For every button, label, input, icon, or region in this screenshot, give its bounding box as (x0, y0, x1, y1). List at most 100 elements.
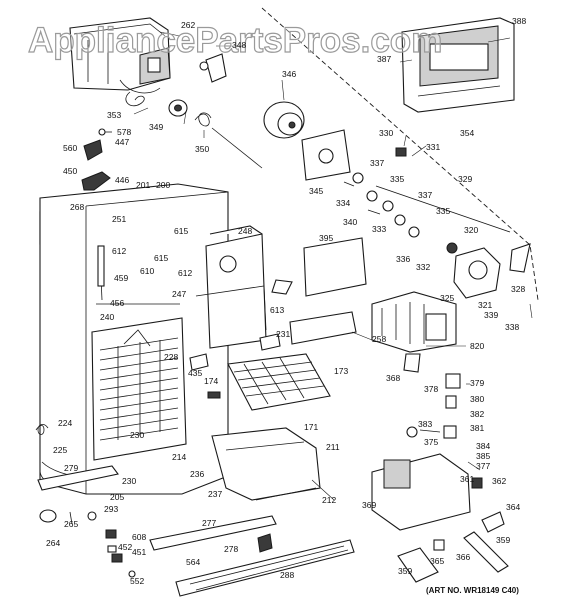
gear-set-33x (343, 172, 420, 238)
label-336: 336 (396, 254, 410, 264)
label-258: 258 (372, 334, 386, 344)
rail-459 (97, 245, 105, 287)
label-452: 452 (118, 542, 132, 552)
fan-blade-613 (271, 279, 293, 295)
label-384: 384 (476, 441, 490, 451)
label-379: 379 (470, 378, 484, 388)
cap-364 (481, 511, 505, 533)
part-labels: 262 348 346 353 349 350 578 560 447 450 … (46, 16, 526, 586)
caster-264 (39, 509, 57, 523)
cam-435 (189, 353, 209, 371)
label-359b: 359 (496, 535, 510, 545)
spring-350 (194, 112, 263, 169)
art-number: (ART NO. WR18149 C40) (426, 586, 519, 595)
dispenser-housing-387 (401, 17, 515, 113)
label-375: 375 (424, 437, 438, 447)
label-345: 345 (309, 186, 323, 196)
label-578: 578 (117, 127, 131, 137)
label-435: 435 (188, 368, 202, 378)
label-365: 365 (430, 556, 444, 566)
label-382: 382 (470, 409, 484, 419)
label-450: 450 (63, 166, 77, 176)
label-552: 552 (130, 576, 144, 586)
label-348: 348 (232, 40, 246, 50)
clip-365 (433, 539, 445, 551)
leader-lines (133, 31, 533, 501)
label-248: 248 (238, 226, 252, 236)
bracket-359b (463, 531, 509, 573)
label-369: 369 (362, 500, 376, 510)
bearing-349 (168, 99, 188, 117)
label-251: 251 (112, 214, 126, 224)
label-174: 174 (204, 376, 218, 386)
label-228: 228 (164, 352, 178, 362)
clip-452 (107, 545, 117, 553)
motor-346 (263, 101, 305, 139)
label-362: 362 (492, 476, 506, 486)
wire-basket-171 (227, 353, 331, 411)
label-337b: 337 (418, 190, 432, 200)
clip-608 (105, 529, 117, 539)
pan-258 (289, 311, 357, 345)
label-293: 293 (104, 504, 118, 514)
icemaker-820 (371, 291, 457, 353)
label-264: 264 (46, 538, 60, 548)
label-446: 446 (115, 175, 129, 185)
ice-bin-211 (211, 427, 321, 501)
label-325: 325 (440, 293, 454, 303)
label-211: 211 (326, 442, 340, 452)
label-361: 361 (460, 474, 474, 484)
label-377: 377 (476, 461, 490, 471)
mounting-plate-345 (301, 129, 351, 181)
label-354: 354 (460, 128, 474, 138)
cam-446 (81, 171, 111, 191)
label-612b: 612 (178, 268, 192, 278)
watermark: AppliancePartsPros.com (28, 21, 442, 60)
bracket-560 (83, 139, 103, 161)
label-560: 560 (63, 143, 77, 153)
label-332: 332 (416, 262, 430, 272)
control-box-369 (371, 453, 471, 531)
auger-353 (125, 57, 161, 107)
label-564: 564 (186, 557, 200, 567)
label-612a: 612 (112, 246, 126, 256)
label-366: 366 (456, 552, 470, 562)
label-383: 383 (418, 419, 432, 429)
label-334: 334 (336, 198, 350, 208)
label-237: 237 (208, 489, 222, 499)
label-212: 212 (322, 495, 336, 505)
bracket-359a (397, 547, 439, 583)
label-279: 279 (64, 463, 78, 473)
guide-line-top (261, 7, 539, 301)
label-359a: 359 (398, 566, 412, 576)
cover-248 (209, 225, 263, 235)
part-338 (509, 243, 531, 273)
label-378: 378 (424, 384, 438, 394)
label-224: 224 (58, 418, 72, 428)
label-288: 288 (280, 570, 294, 580)
label-214: 214 (172, 452, 186, 462)
label-608: 608 (132, 532, 146, 542)
label-340: 340 (343, 217, 357, 227)
label-321: 321 (478, 300, 492, 310)
spring-224 (35, 424, 49, 435)
label-225: 225 (53, 445, 67, 455)
bracket-368 (403, 353, 421, 373)
clip-451 (111, 553, 123, 563)
label-202: 205 (110, 492, 124, 502)
label-385: 385 (476, 451, 490, 461)
label-610: 610 (140, 266, 154, 276)
label-353: 353 (107, 110, 121, 120)
label-350: 350 (195, 144, 209, 154)
screw-293 (87, 511, 97, 521)
label-201: 201 (136, 180, 150, 190)
label-335a: 335 (390, 174, 404, 184)
screw-552 (128, 570, 136, 578)
label-200: 200 (156, 180, 170, 190)
label-820: 820 (470, 341, 484, 351)
label-262: 262 (181, 20, 195, 30)
sensor-330 (395, 147, 407, 157)
label-265: 265 (64, 519, 78, 529)
label-236: 236 (190, 469, 204, 479)
label-349: 349 (149, 122, 163, 132)
